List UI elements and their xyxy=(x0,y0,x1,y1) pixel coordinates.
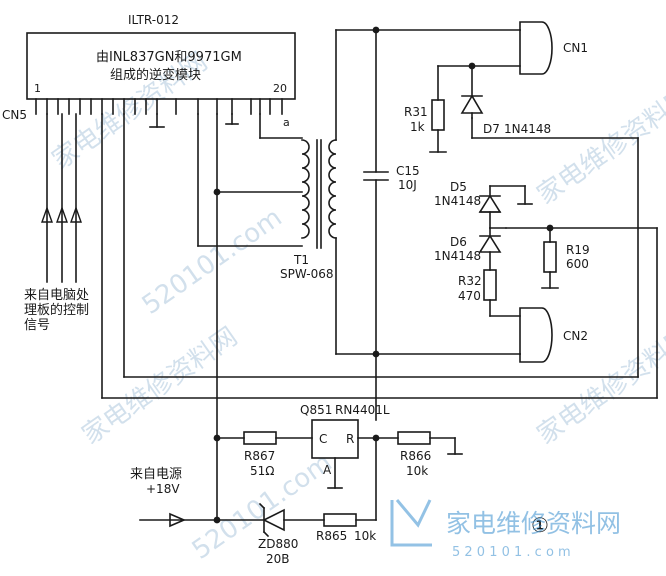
d6-diode xyxy=(478,227,502,271)
q851-transistor xyxy=(311,353,399,521)
c15-value: 10J xyxy=(398,178,417,192)
pin-first-label: 1 xyxy=(34,82,41,95)
watermark-brand-url: 5 2 0 1 0 1 . c o m xyxy=(452,545,571,560)
cn2-label: CN2 xyxy=(563,329,588,343)
module-desc-line1: 由INL837GN和9971GM xyxy=(96,50,242,65)
r865-resistor xyxy=(323,513,377,527)
r31-value: 1k xyxy=(410,120,425,134)
module-title: ILTR-012 xyxy=(128,13,179,27)
q851-ref: Q851 xyxy=(300,403,332,417)
r867-value: 51Ω xyxy=(250,464,274,478)
cn2-connector[interactable] xyxy=(519,307,553,363)
cn5-label: CN5 xyxy=(2,108,27,122)
d7-value: 1N4148 xyxy=(504,122,551,136)
r866-ref: R866 xyxy=(400,449,431,463)
r19-value: 600 xyxy=(566,257,589,271)
q851-pin-c: C xyxy=(319,432,327,446)
zd880-ref: ZD880 xyxy=(258,537,298,551)
r31-resistor xyxy=(429,65,447,153)
d6-value: 1N4148 xyxy=(434,249,481,263)
r32-resistor xyxy=(483,269,521,317)
zd880-zener xyxy=(258,502,325,538)
module-pins xyxy=(35,98,283,115)
pin-mark: a xyxy=(283,116,290,129)
r865-value: 10k xyxy=(354,529,376,543)
site-logo xyxy=(390,499,432,547)
d6-ref: D6 xyxy=(450,235,467,249)
control-source-line3: 信号 xyxy=(24,318,50,333)
module-desc-line2: 组成的逆变模块 xyxy=(110,67,201,83)
t1-part: SPW-068 xyxy=(280,267,333,281)
background-watermark: 家电维修资料网 520101.com 家电维修资料网 520101.com 家电… xyxy=(47,47,666,566)
power-source-line2: +18V xyxy=(146,482,180,496)
t1-ref: T1 xyxy=(293,253,309,267)
r867-ref: R867 xyxy=(244,449,275,463)
q851-pin-r: R xyxy=(346,432,354,446)
watermark-text: 家电维修资料网 xyxy=(532,82,666,211)
q851-pin-a: A xyxy=(323,463,332,477)
ground-symbol xyxy=(149,113,239,128)
figure-number: ① xyxy=(531,513,549,537)
power-rail xyxy=(139,191,265,528)
r866-resistor xyxy=(397,431,463,455)
d7-ref: D7 xyxy=(483,122,500,136)
d5-diode xyxy=(478,185,533,229)
loop-wires xyxy=(101,113,658,399)
r867-resistor xyxy=(243,431,313,445)
r32-value: 470 xyxy=(458,289,481,303)
r19-resistor xyxy=(541,224,559,289)
control-source-line2: 理板的控制 xyxy=(24,302,89,318)
pin-last-label: 20 xyxy=(273,82,287,95)
power-source-line1: 来自电源 xyxy=(130,467,182,482)
r31-ref: R31 xyxy=(404,105,428,119)
zd880-value: 20B xyxy=(266,552,290,566)
transformer-t1 xyxy=(197,29,337,355)
module-box xyxy=(26,32,296,100)
watermark-url: 520101.com xyxy=(137,203,288,321)
r19-ref: R19 xyxy=(566,243,590,257)
cn1-label: CN1 xyxy=(563,41,588,55)
output-rail xyxy=(335,26,521,358)
d5-ref: D5 xyxy=(450,180,467,194)
c15-ref: C15 xyxy=(396,164,420,178)
d5-value: 1N4148 xyxy=(434,194,481,208)
r32-ref: R32 xyxy=(458,274,482,288)
watermark-text: 家电维修资料网 xyxy=(47,47,213,176)
r865-ref: R865 xyxy=(316,529,347,543)
control-source-line1: 来自电脑处 xyxy=(24,288,89,303)
r866-value: 10k xyxy=(406,464,428,478)
control-inputs xyxy=(41,113,82,283)
d7-diode xyxy=(460,65,484,119)
watermark-brand: 家电维修资料网 xyxy=(446,509,621,538)
q851-part: RN4401L xyxy=(335,403,390,417)
